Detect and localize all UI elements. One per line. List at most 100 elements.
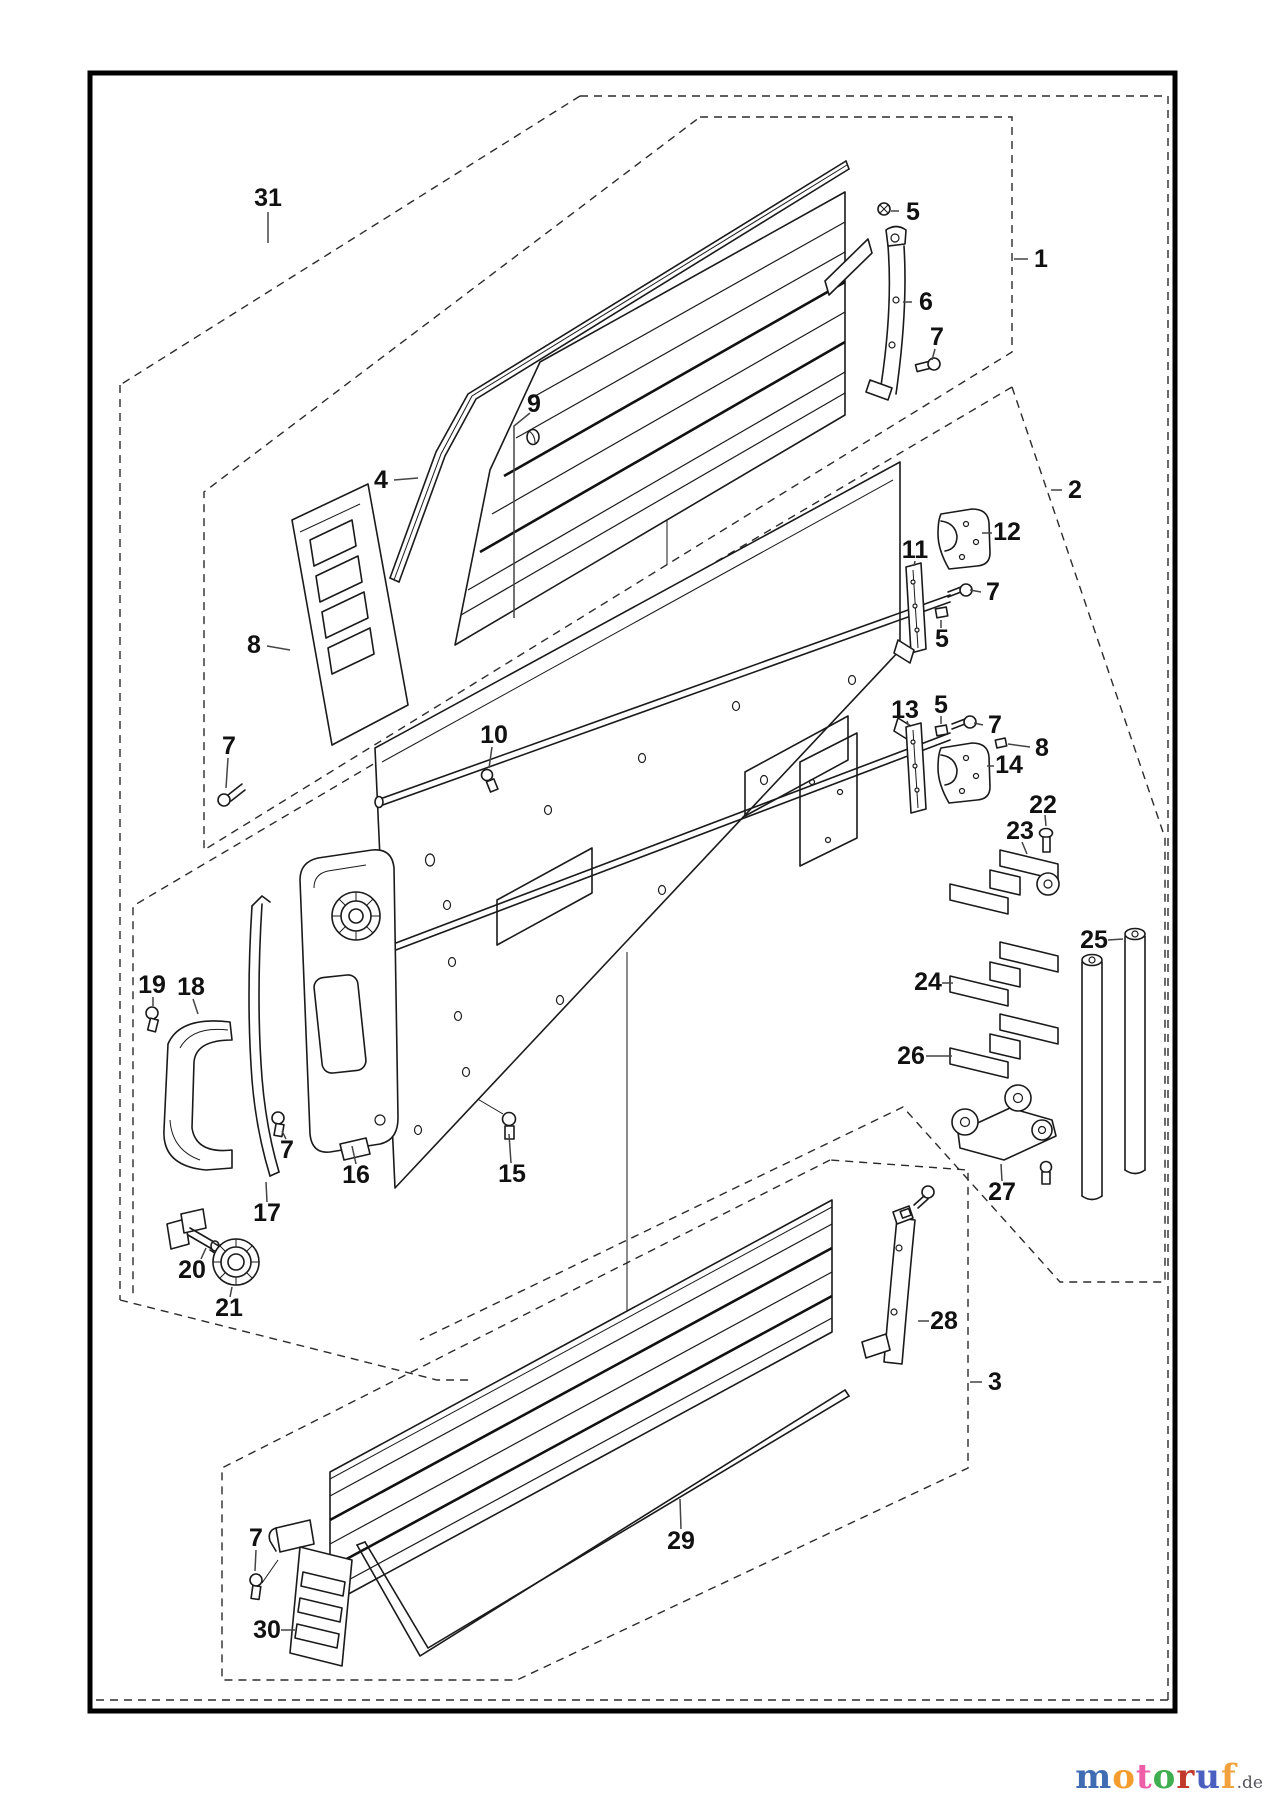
part-label-7: 7 [930, 323, 944, 351]
hook-bracket-12 [937, 508, 991, 570]
screw-5-top [877, 202, 891, 216]
watermark-letter: o [1112, 1757, 1136, 1797]
part-label-7: 7 [280, 1136, 294, 1164]
watermark-letter: t [1135, 1757, 1153, 1797]
part-label-24: 24 [914, 968, 942, 996]
part-label-3: 3 [988, 1368, 1002, 1396]
leader-line-7 [254, 1549, 257, 1572]
leader-line-8 [266, 645, 291, 651]
top-louver-panel [454, 191, 846, 646]
plug-9 [526, 428, 540, 446]
screw-7-hinge-upper [947, 583, 973, 598]
part-label-8: 8 [247, 631, 261, 659]
leader-line-7 [225, 757, 229, 789]
leader-line-18 [192, 998, 199, 1015]
part-label-2: 2 [1068, 476, 1082, 504]
part-label-12: 12 [993, 518, 1021, 546]
part-label-1: 1 [1034, 245, 1048, 273]
part-label-15: 15 [498, 1160, 526, 1188]
screw-27 [1039, 1160, 1053, 1185]
screw-28-top [899, 1185, 935, 1219]
watermark-letter: u [1195, 1757, 1221, 1797]
flat-panel [374, 461, 901, 1189]
rod-25-right [1124, 927, 1146, 1175]
watermark-letter: f [1221, 1757, 1237, 1797]
leader-line-27 [1000, 1163, 1003, 1182]
latch-30 [268, 1519, 353, 1667]
leader-line-4 [393, 477, 419, 481]
screw-7-hinge-lower [951, 715, 977, 730]
trim-strip-29 [356, 1389, 850, 1657]
nut-5-lower [934, 724, 949, 737]
screw-7-left [217, 783, 246, 807]
part-label-20: 20 [178, 1256, 206, 1284]
leader-line-23 [1021, 841, 1028, 855]
panel-end-cap-lower [799, 732, 858, 867]
part-label-9: 9 [527, 390, 541, 418]
part-label-6: 6 [919, 288, 933, 316]
screw-15 [501, 1111, 517, 1140]
nut-5-upper [934, 606, 949, 619]
part-label-8: 8 [1035, 734, 1049, 762]
part-label-5: 5 [935, 625, 949, 653]
watermark-word: motoruf [1075, 1757, 1236, 1797]
part-label-5: 5 [934, 691, 948, 719]
watermark-letter: r [1176, 1757, 1196, 1797]
bottom-louver-panel [329, 1199, 833, 1605]
housing-16 [299, 849, 399, 1161]
part-label-7: 7 [986, 578, 1000, 606]
leader-line-20 [200, 1247, 207, 1260]
hinge-strip-13 [893, 717, 927, 814]
latch-20 [166, 1208, 220, 1252]
strip-17 [248, 895, 280, 1177]
right-assembly [949, 827, 1146, 1201]
leader-line-7 [973, 722, 984, 726]
part-label-17: 17 [253, 1199, 281, 1227]
part-label-16: 16 [342, 1161, 370, 1189]
nut-8 [994, 737, 1008, 749]
leader-line-17 [265, 1181, 268, 1203]
top-panel-end-cap [824, 238, 873, 296]
hinge-rod-upper [374, 594, 951, 809]
handle-18 [163, 1020, 233, 1171]
leader-line-7 [969, 589, 982, 593]
leader-line-21 [229, 1286, 233, 1298]
screw-7-top [914, 357, 941, 373]
leader-line-7 [931, 348, 936, 361]
watermark-letter: o [1152, 1757, 1177, 1797]
screw-7-housing [271, 1111, 285, 1138]
watermark-suffix: .de [1236, 1773, 1263, 1793]
leader-line-16 [351, 1145, 357, 1165]
leader-line-15 [508, 1133, 512, 1164]
bracket-23 [949, 849, 1060, 915]
hinge-strip-11 [893, 562, 927, 664]
bracket-28 [861, 1205, 916, 1365]
rod-25-left [1081, 953, 1103, 1201]
part-label-7: 7 [988, 711, 1002, 739]
screw-10 [480, 768, 499, 793]
knob-on-housing [331, 891, 381, 941]
dashed-boundary-group-1 [203, 116, 1013, 852]
bracket-26 [949, 1013, 1059, 1079]
hook-bracket-14 [937, 742, 991, 804]
star-knob-21 [209, 1238, 260, 1286]
part-label-4: 4 [374, 466, 388, 494]
part-label-10: 10 [480, 721, 508, 749]
part-label-22: 22 [1029, 791, 1057, 819]
part-label-7: 7 [249, 1524, 263, 1552]
bracket-24 [949, 941, 1059, 1007]
screw-22 [1038, 827, 1054, 853]
part-label-25: 25 [1080, 926, 1108, 954]
page-frame [87, 70, 1178, 1714]
trim-strip-4 [389, 160, 850, 583]
leader-line-7 [281, 1130, 287, 1140]
dashed-boundary-outer [96, 95, 1169, 1701]
leader-line-10 [488, 746, 493, 769]
part-label-27: 27 [988, 1178, 1016, 1206]
part-label-18: 18 [177, 973, 205, 1001]
watermark-letter: m [1075, 1757, 1113, 1797]
bracket-27 [951, 1084, 1057, 1161]
screw-7-bottom [249, 1559, 279, 1601]
